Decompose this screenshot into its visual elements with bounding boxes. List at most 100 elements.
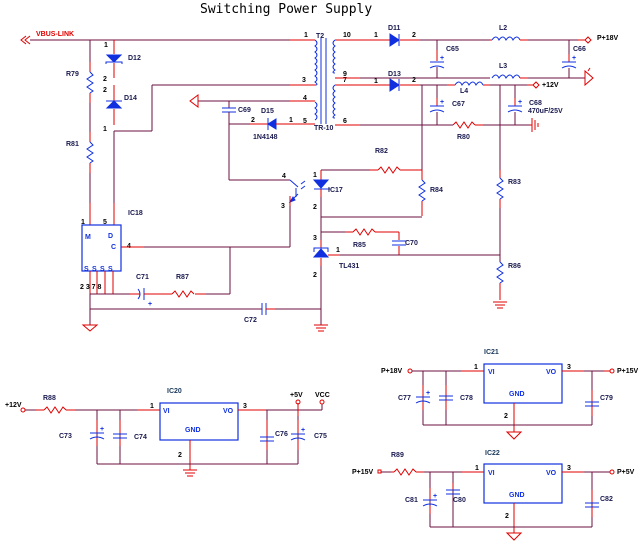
in12v-port[interactable] <box>20 407 26 413</box>
r83-label: R83 <box>508 179 521 186</box>
p12v-port[interactable] <box>532 81 540 89</box>
svg-text:GND: GND <box>509 391 525 398</box>
d11-label: D11 <box>388 25 401 32</box>
svg-text:2: 2 <box>505 513 509 520</box>
d15-label: D15 <box>261 108 274 115</box>
r84-resistor <box>418 179 426 202</box>
d13-diode <box>389 78 400 92</box>
d14-diode <box>105 100 123 109</box>
secondary-ground-symbol <box>584 69 594 87</box>
t2-aux-winding <box>314 101 318 121</box>
ic20-label: IC20 <box>167 388 182 395</box>
svg-text:1: 1 <box>475 465 479 472</box>
svg-text:7: 7 <box>343 77 347 84</box>
ic20-regulator <box>159 402 239 441</box>
t2-primary-winding <box>314 39 318 86</box>
ic17-led <box>312 179 330 189</box>
r89-resistor <box>393 468 417 476</box>
d12-zener-diode <box>105 54 123 63</box>
r88-label: R88 <box>43 395 56 402</box>
in12v-label: +12V <box>5 402 22 409</box>
svg-text:1: 1 <box>104 42 108 49</box>
r80-label: R80 <box>457 134 470 141</box>
vcc-port[interactable] <box>319 399 325 405</box>
c77-label: C77 <box>398 395 411 402</box>
p15v-out-port[interactable] <box>609 368 615 374</box>
l2-inductor <box>491 36 521 41</box>
svg-text:S: S <box>100 266 105 273</box>
svg-text:2: 2 <box>103 87 107 94</box>
svg-text:10: 10 <box>343 32 351 39</box>
ground-symbol <box>493 301 507 309</box>
1n4148-label: 1N4148 <box>253 134 278 141</box>
svg-text:+: + <box>426 390 430 397</box>
c65-label: C65 <box>446 46 459 53</box>
vbus-input-port[interactable] <box>20 35 31 45</box>
svg-text:GND: GND <box>185 427 201 434</box>
d15-diode <box>267 118 277 130</box>
c71-capacitor <box>137 288 141 300</box>
svg-text:2: 2 <box>103 76 107 83</box>
c71-label: C71 <box>136 274 149 281</box>
c74-label: C74 <box>134 434 147 441</box>
l3-label: L3 <box>499 63 507 70</box>
ic22-regulator <box>483 463 563 504</box>
c80-label: C80 <box>453 497 466 504</box>
c79-label: C79 <box>600 395 613 402</box>
r89-label: R89 <box>391 452 404 459</box>
r85-resistor <box>352 228 376 236</box>
svg-text:3: 3 <box>243 403 247 410</box>
svg-text:S: S <box>108 266 113 273</box>
c73-label: C73 <box>59 433 72 440</box>
aux-ground-symbol <box>189 94 199 108</box>
svg-text:+: + <box>433 493 437 500</box>
c66-label: C66 <box>573 46 586 53</box>
c70-label: C70 <box>405 240 418 247</box>
svg-text:1: 1 <box>336 247 340 254</box>
chassis-ground-symbol <box>530 118 539 132</box>
r79-label: R79 <box>66 71 79 78</box>
svg-text:S: S <box>84 266 89 273</box>
r82-label: R82 <box>375 148 388 155</box>
svg-text:2: 2 <box>313 204 317 211</box>
svg-text:1: 1 <box>150 403 154 410</box>
svg-text:3: 3 <box>567 364 571 371</box>
svg-text:3: 3 <box>313 235 317 242</box>
svg-text:1: 1 <box>289 117 293 124</box>
svg-text:4: 4 <box>303 95 307 102</box>
svg-text:+: + <box>100 426 104 433</box>
t2-secondary-winding-2 <box>332 84 336 119</box>
c78-label: C78 <box>460 395 473 402</box>
c69-label: C69 <box>238 107 251 114</box>
r84-label: R84 <box>430 187 443 194</box>
p5v-port[interactable] <box>295 399 301 405</box>
ground-symbol <box>314 324 328 332</box>
r85-label: R85 <box>353 242 366 249</box>
ground-symbol <box>81 324 99 332</box>
tl431-label: TL431 <box>339 263 359 270</box>
c72-label: C72 <box>244 317 257 324</box>
d13-label: D13 <box>388 71 401 78</box>
svg-text:+: + <box>301 427 305 434</box>
p18v-port[interactable] <box>584 36 592 44</box>
d12-label: D12 <box>128 55 141 62</box>
t2-label: T2 <box>316 33 324 40</box>
r88-resistor <box>43 406 67 414</box>
p15v-in-port[interactable] <box>377 469 382 474</box>
svg-text:GND: GND <box>509 492 525 499</box>
schematic-title: Switching Power Supply <box>200 2 372 17</box>
p18v-in-port[interactable] <box>407 368 413 374</box>
svg-text:1: 1 <box>304 32 308 39</box>
tr10-label: TR-10 <box>314 125 334 132</box>
svg-text:1: 1 <box>81 219 85 226</box>
svg-text:2: 2 <box>313 272 317 279</box>
svg-text:1: 1 <box>374 32 378 39</box>
p5v-out-port[interactable] <box>609 469 615 475</box>
svg-text:5: 5 <box>103 219 107 226</box>
svg-text:C: C <box>111 244 116 251</box>
r81-resistor <box>86 141 94 164</box>
ic18-label: IC18 <box>128 210 143 217</box>
svg-text:2: 2 <box>504 413 508 420</box>
r83-resistor <box>496 177 504 200</box>
